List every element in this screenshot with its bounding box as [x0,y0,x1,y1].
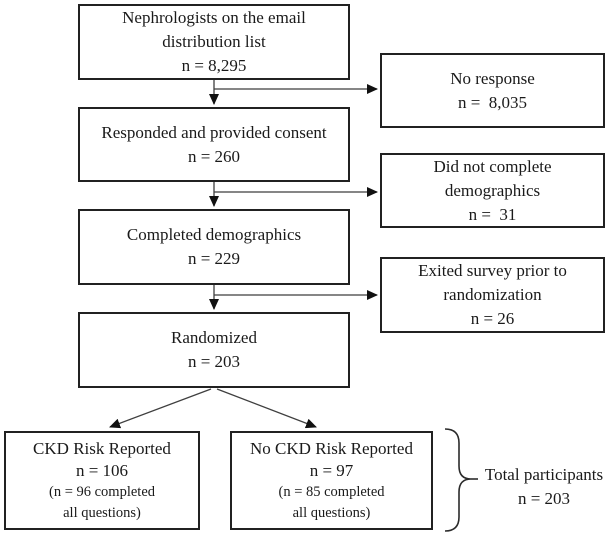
arrow-arm-right [216,388,317,429]
total-brace [444,428,472,532]
box-no-ckd-risk-reported: No CKD Risk Reported n = 97 (n = 85 comp… [230,431,433,530]
arrow-arm-left [109,388,212,429]
box-email-distribution-list: Nephrologists on the email distribution … [78,4,350,80]
box-ckd-risk-reported-subtext: (n = 96 completed all questions) [48,483,156,521]
box-email-distribution-list-text: Nephrologists on the email distribution … [122,8,306,75]
box-exited-before-randomization-text: Exited survey prior to randomization n =… [418,261,567,328]
box-responded-consent: Responded and provided consent n = 260 [78,107,350,182]
box-no-ckd-risk-reported-text: No CKD Risk Reported n = 97 [250,438,413,480]
box-randomized: Randomized n = 203 [78,312,350,388]
box-randomized-text: Randomized n = 203 [171,328,257,371]
total-participants-label: Total participants n = 203 [484,465,604,508]
box-ckd-risk-reported: CKD Risk Reported n = 106 (n = 96 comple… [4,431,200,530]
box-did-not-complete-demographics: Did not complete demographics n = 31 [380,153,605,228]
box-no-response-text: No response n = 8,035 [450,68,535,112]
box-did-not-complete-demographics-text: Did not complete demographics n = 31 [433,156,552,224]
box-completed-demographics: Completed demographics n = 229 [78,209,350,285]
box-exited-before-randomization: Exited survey prior to randomization n =… [380,257,605,333]
box-responded-consent-text: Responded and provided consent n = 260 [101,122,327,166]
box-no-response: No response n = 8,035 [380,53,605,128]
box-completed-demographics-text: Completed demographics n = 229 [126,225,302,268]
box-no-ckd-risk-reported-subtext: (n = 85 completed all questions) [278,483,385,521]
box-ckd-risk-reported-text: CKD Risk Reported n = 106 [33,438,171,480]
